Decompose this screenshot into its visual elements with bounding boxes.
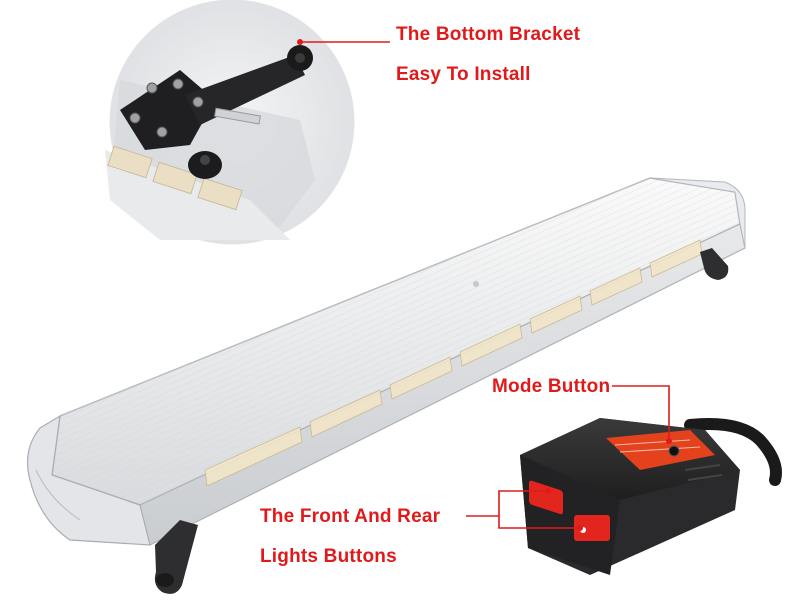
front-rear-switches (529, 480, 610, 541)
front-leader-line (466, 490, 548, 517)
mode-button-callout: Mode Button (492, 376, 611, 397)
bracket-callout-subtitle: Easy To Install (396, 64, 531, 85)
rear-leader-line (498, 516, 580, 529)
leader-lines (297, 39, 672, 531)
controller-box (520, 418, 782, 575)
light-bar (27, 177, 746, 546)
mounting-feet (154, 248, 729, 594)
front-rear-callout-line2: Lights Buttons (260, 546, 397, 567)
bracket-closeup (105, 0, 355, 245)
bracket-callout-title: The Bottom Bracket (396, 24, 581, 45)
front-rear-callout-line1: The Front And Rear (260, 506, 441, 527)
mode-leader-line (612, 385, 670, 441)
